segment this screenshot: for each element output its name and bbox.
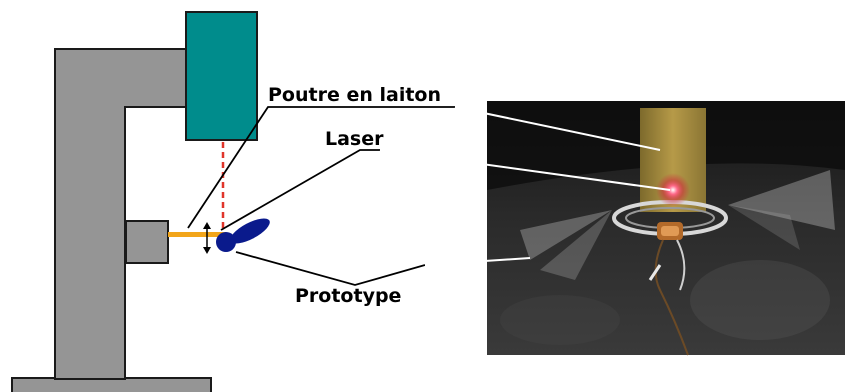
photo-leader-beam	[454, 106, 661, 151]
prototype-shape	[216, 218, 270, 252]
stand	[11, 48, 212, 392]
laser-label: Laser	[325, 128, 384, 150]
stand-clamp	[125, 220, 169, 264]
stand-base	[11, 377, 212, 392]
brass-beam	[168, 232, 226, 237]
setup-photo	[487, 101, 845, 356]
photo-leader-prototype	[424, 257, 531, 266]
laser-head	[185, 11, 258, 141]
leader-lines	[187, 106, 455, 286]
stand-frame	[54, 48, 191, 380]
prototype-label: Prototype	[295, 285, 402, 307]
leader-laser	[220, 149, 380, 231]
leader-prototype	[235, 251, 426, 286]
vibration-arrow	[203, 222, 211, 254]
photo-leader-lines	[379, 106, 671, 266]
leader-beam	[187, 106, 455, 229]
photo-leader-laser	[379, 149, 671, 191]
beam-label: Poutre en laiton	[268, 84, 441, 106]
